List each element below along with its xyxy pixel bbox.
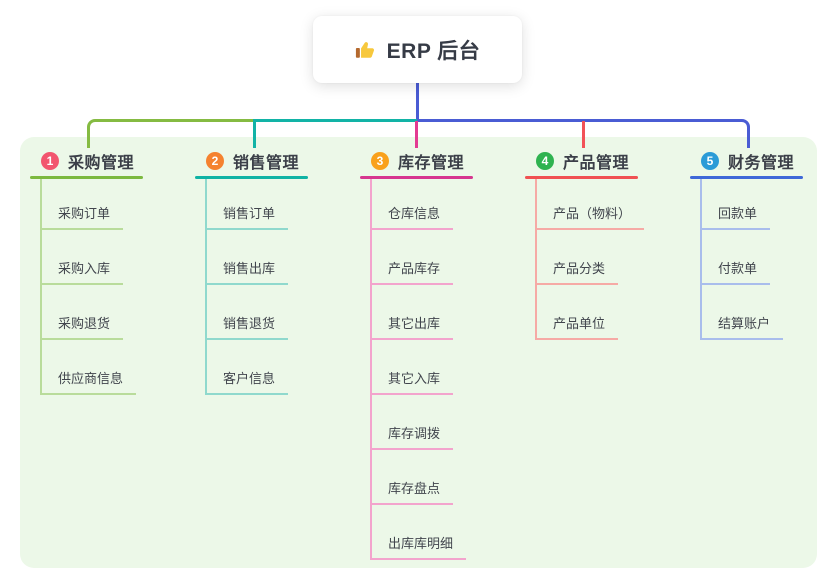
child-node[interactable]: 产品分类 bbox=[535, 256, 619, 285]
child-node[interactable]: 销售出库 bbox=[205, 256, 289, 285]
child-label: 采购入库 bbox=[58, 261, 111, 276]
child-label: 采购订单 bbox=[58, 206, 111, 221]
child-label: 供应商信息 bbox=[58, 371, 124, 386]
child-label: 产品分类 bbox=[553, 261, 606, 276]
child-label: 回款单 bbox=[718, 206, 758, 221]
branch-number-badge: 2 bbox=[206, 152, 224, 170]
child-label: 采购退货 bbox=[58, 316, 111, 331]
child-node[interactable]: 产品单位 bbox=[535, 311, 619, 340]
root-node[interactable]: ERP 后台 bbox=[313, 16, 522, 83]
child-label: 产品库存 bbox=[388, 261, 441, 276]
child-node[interactable]: 采购入库 bbox=[40, 256, 124, 285]
branch-drop-red bbox=[582, 121, 585, 148]
mindmap-panel bbox=[20, 137, 817, 568]
child-label: 销售订单 bbox=[223, 206, 276, 221]
branch-node[interactable]: 4 产品管理 bbox=[536, 150, 629, 172]
branch-connector-line bbox=[205, 179, 207, 395]
thumbs-up-icon bbox=[355, 39, 377, 61]
child-node[interactable]: 客户信息 bbox=[205, 366, 289, 395]
trunk-connector-blue bbox=[417, 119, 750, 148]
branch-underline bbox=[30, 176, 143, 179]
child-node[interactable]: 采购退货 bbox=[40, 311, 124, 340]
child-node[interactable]: 库存盘点 bbox=[370, 476, 454, 505]
branch-node[interactable]: 1 采购管理 bbox=[41, 150, 134, 172]
branch-node[interactable]: 5 财务管理 bbox=[701, 150, 794, 172]
child-label: 库存调拨 bbox=[388, 426, 441, 441]
child-node[interactable]: 产品（物料） bbox=[535, 201, 645, 230]
branch-connector-line bbox=[370, 179, 372, 560]
root-title: ERP 后台 bbox=[386, 39, 481, 63]
branch-label: 销售管理 bbox=[233, 155, 300, 172]
child-node[interactable]: 付款单 bbox=[700, 256, 771, 285]
child-node[interactable]: 销售订单 bbox=[205, 201, 289, 230]
child-label: 其它出库 bbox=[388, 316, 441, 331]
child-node[interactable]: 采购订单 bbox=[40, 201, 124, 230]
child-node[interactable]: 供应商信息 bbox=[40, 366, 137, 395]
child-node[interactable]: 回款单 bbox=[700, 201, 771, 230]
child-label: 销售退货 bbox=[223, 316, 276, 331]
trunk-connector-teal bbox=[253, 119, 417, 148]
child-label: 产品（物料） bbox=[553, 206, 632, 221]
child-label: 其它入库 bbox=[388, 371, 441, 386]
branch-node[interactable]: 3 库存管理 bbox=[371, 150, 464, 172]
trunk-connector-green bbox=[87, 119, 253, 148]
branch-node[interactable]: 2 销售管理 bbox=[206, 150, 299, 172]
branch-drop-magenta bbox=[415, 121, 418, 148]
child-label: 付款单 bbox=[718, 261, 758, 276]
branch-label: 产品管理 bbox=[563, 155, 630, 172]
branch-connector-line bbox=[40, 179, 42, 395]
branch-number-badge: 3 bbox=[371, 152, 389, 170]
branch-connector-line bbox=[700, 179, 702, 340]
branch-number-badge: 4 bbox=[536, 152, 554, 170]
branch-underline bbox=[525, 176, 638, 179]
child-node[interactable]: 仓库信息 bbox=[370, 201, 454, 230]
child-node[interactable]: 销售退货 bbox=[205, 311, 289, 340]
branch-label: 库存管理 bbox=[398, 155, 465, 172]
child-node[interactable]: 其它出库 bbox=[370, 311, 454, 340]
child-label: 仓库信息 bbox=[388, 206, 441, 221]
branch-underline bbox=[360, 176, 473, 179]
child-label: 出库库明细 bbox=[388, 536, 454, 551]
child-node[interactable]: 结算账户 bbox=[700, 311, 784, 340]
branch-number-badge: 1 bbox=[41, 152, 59, 170]
child-label: 客户信息 bbox=[223, 371, 276, 386]
branch-number-badge: 5 bbox=[701, 152, 719, 170]
branch-underline bbox=[195, 176, 308, 179]
child-label: 销售出库 bbox=[223, 261, 276, 276]
branch-label: 采购管理 bbox=[68, 155, 135, 172]
branch-underline bbox=[690, 176, 803, 179]
child-node[interactable]: 出库库明细 bbox=[370, 531, 467, 560]
child-node[interactable]: 其它入库 bbox=[370, 366, 454, 395]
child-label: 结算账户 bbox=[718, 316, 771, 331]
branch-label: 财务管理 bbox=[728, 155, 795, 172]
root-connector-line bbox=[416, 83, 419, 121]
branch-connector-line bbox=[535, 179, 537, 340]
child-label: 库存盘点 bbox=[388, 481, 441, 496]
child-node[interactable]: 产品库存 bbox=[370, 256, 454, 285]
child-label: 产品单位 bbox=[553, 316, 606, 331]
child-node[interactable]: 库存调拨 bbox=[370, 421, 454, 450]
